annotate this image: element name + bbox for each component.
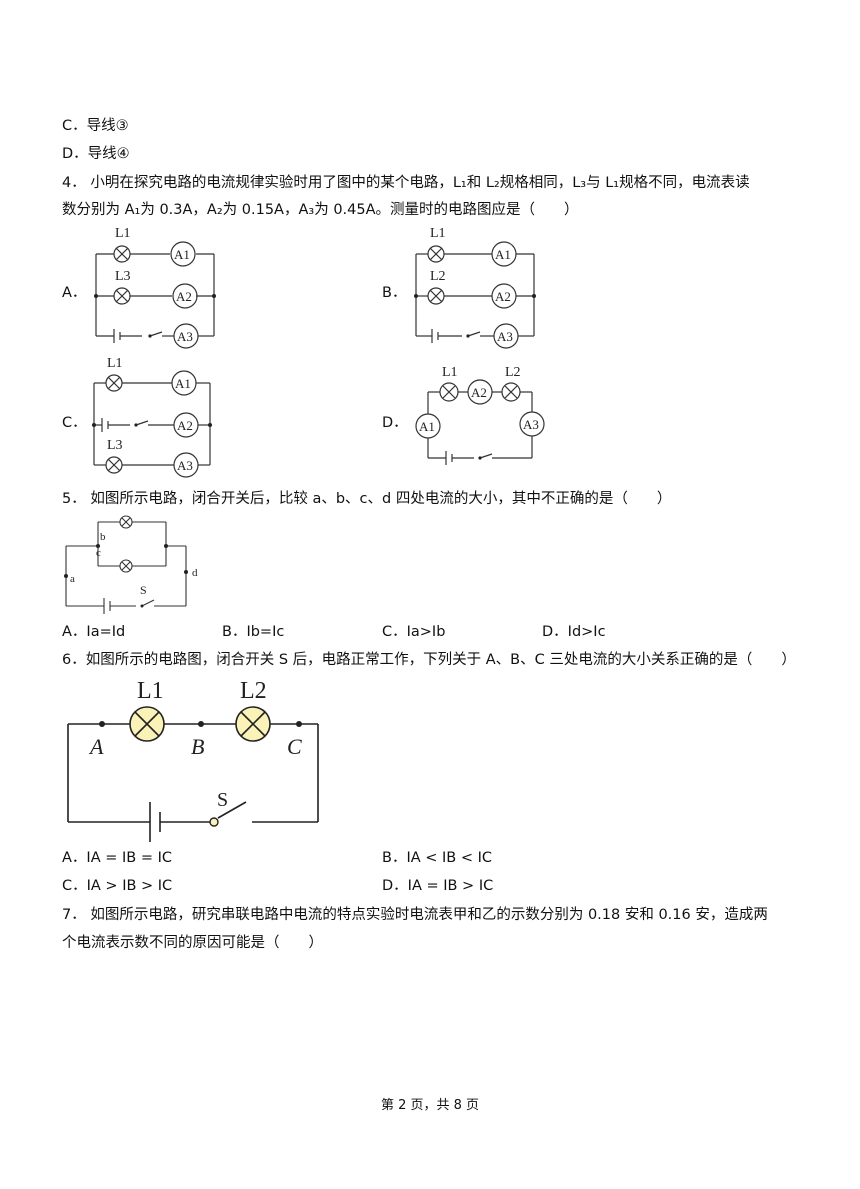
lamp-l1-label: L1 — [107, 356, 123, 371]
q5-option-a: A．Ia=Id — [62, 624, 126, 640]
ammeter-a3-label: A3 — [177, 329, 193, 344]
ammeter-a1-label: A1 — [495, 247, 511, 262]
lamp-l1-label: L1 — [430, 226, 446, 241]
lamp-l2-label: L2 — [505, 365, 521, 380]
question-7-line2: 个电流表示数不同的原因可能是（ ） — [62, 935, 323, 951]
q4-option-b-label: B． — [382, 285, 407, 301]
switch-s-label: S — [217, 789, 228, 811]
question-4-line1: 4． 小明在探究电路的电流规律实验时用了图中的某个电路，L₁和 L₂规格相同，L… — [62, 175, 750, 191]
ammeter-a2-label: A2 — [471, 385, 487, 400]
lamp-l1-label: L1 — [442, 365, 458, 380]
q4-circuit-b: L1 L2 A1 A2 A3 — [414, 226, 536, 349]
point-c-label: c — [96, 547, 101, 559]
q6-circuit: L1 L2 A B C S — [67, 678, 319, 842]
ammeter-a1-label: A1 — [419, 419, 435, 434]
page-footer: 第 2 页，共 8 页 — [380, 1098, 480, 1113]
point-b-label: B — [191, 734, 204, 759]
q4-circuit-c: L1 L3 A1 A2 A3 — [92, 356, 212, 478]
ammeter-a2-label: A2 — [495, 289, 511, 304]
point-d-label: d — [192, 567, 198, 579]
question-5: 5． 如图所示电路，闭合开关后，比较 a、b、c、d 四处电流的大小，其中不正确… — [62, 491, 672, 507]
lamp-l1-label: L1 — [137, 678, 164, 704]
lamp-l2-label: L2 — [240, 678, 267, 704]
ammeter-a2-label: A2 — [176, 289, 192, 304]
q6-option-d: D．IA = IB > IC — [382, 878, 494, 894]
q4-option-d-label: D． — [382, 415, 408, 431]
question-4-line2: 数分别为 A₁为 0.3A，A₂为 0.15A，A₃为 0.45A。测量时的电路… — [62, 202, 579, 218]
ammeter-a2-label: A2 — [177, 418, 193, 433]
ammeter-a3-label: A3 — [497, 329, 513, 344]
lamp-l3-label: L3 — [107, 438, 123, 453]
lamp-l2-label: L2 — [430, 269, 446, 284]
q4-option-a-label: A． — [62, 285, 87, 301]
point-a-label: a — [70, 573, 75, 585]
ammeter-a1-label: A1 — [175, 376, 191, 391]
ammeter-a3-label: A3 — [523, 417, 539, 432]
q6-option-a: A．IA = IB = IC — [62, 850, 172, 866]
q4-circuit-d: L1 L2 A2 A1 A3 — [415, 365, 545, 465]
point-a-label: A — [88, 734, 104, 759]
q5-option-c: C．Ia>Ib — [382, 624, 446, 640]
lamp-l3-label: L3 — [115, 269, 131, 284]
ammeter-a1-label: A1 — [174, 247, 190, 262]
q6-option-c: C．IA > IB > IC — [62, 878, 173, 894]
lamp-l1-label: L1 — [115, 226, 131, 241]
q4-circuit-a: L1 L3 A1 A2 A3 — [94, 226, 216, 349]
question-7-line1: 7． 如图所示电路，研究串联电路中电流的特点实验时电流表甲和乙的示数分别为 0.… — [62, 907, 768, 923]
q6-option-b: B．IA < IB < IC — [382, 850, 493, 866]
q5-option-b: B．Ib=Ic — [222, 624, 285, 640]
option-c-wire3: C．导线③ — [62, 118, 129, 134]
point-c-label: C — [287, 734, 302, 759]
q5-circuit: a b c d S — [64, 515, 198, 614]
q5-option-d: D．Id>Ic — [542, 624, 606, 640]
question-6: 6．如图所示的电路图，闭合开关 S 后，电路正常工作，下列关于 A、B、C 三处… — [62, 652, 796, 668]
switch-s-label: S — [140, 583, 147, 597]
ammeter-a3-label: A3 — [177, 458, 193, 473]
point-b-label: b — [100, 531, 106, 543]
q4-option-c-label: C． — [62, 415, 87, 431]
option-d-wire4: D．导线④ — [62, 146, 130, 162]
